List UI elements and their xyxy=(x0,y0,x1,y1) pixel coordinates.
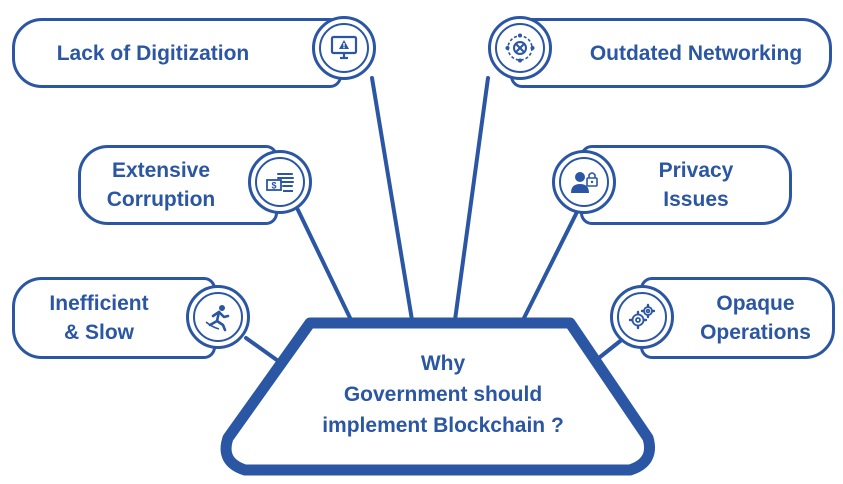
network-hub-icon xyxy=(488,16,552,80)
node-lack-of-digitization: Lack of Digitization xyxy=(12,18,342,88)
node-privacy-issues: Privacy Issues xyxy=(580,145,792,225)
gears-icon xyxy=(610,285,674,349)
node-label: Lack of Digitization xyxy=(56,41,250,65)
node-extensive-corruption: Extensive Corruption xyxy=(78,145,278,225)
center-hexagon xyxy=(220,317,655,476)
node-label-line1: Opaque xyxy=(716,292,795,315)
connector-outdated-networking xyxy=(453,76,490,322)
central-question-line3: implement Blockchain ? xyxy=(322,414,564,437)
central-question-line2: Government should xyxy=(343,383,543,406)
node-label-line2: Issues xyxy=(663,188,729,211)
node-inefficient-slow: Inefficient & Slow xyxy=(12,277,216,359)
node-label: Extensive Corruption xyxy=(107,156,249,214)
node-label-line2: & Slow xyxy=(63,321,134,344)
user-lock-icon xyxy=(552,150,616,214)
slow-runner-icon xyxy=(186,285,250,349)
node-label-line1: Extensive xyxy=(111,159,211,182)
node-label: Opaque Operations xyxy=(664,289,811,347)
central-question: Why Government should implement Blockcha… xyxy=(258,348,628,441)
node-label-line1: Inefficient xyxy=(49,292,149,315)
monitor-warning-icon xyxy=(312,16,376,80)
connector-extensive-corruption xyxy=(296,208,354,324)
svg-text:$: $ xyxy=(271,181,276,191)
connector-lack-of-digitization xyxy=(370,76,414,322)
node-opaque-operations: Opaque Operations xyxy=(640,277,835,359)
node-label: Privacy Issues xyxy=(639,156,734,214)
node-outdated-networking: Outdated Networking xyxy=(510,18,832,88)
central-question-line1: Why xyxy=(420,352,466,375)
node-label-line2: Corruption xyxy=(106,188,216,211)
node-label-line2: Operations xyxy=(700,321,811,344)
node-label: Inefficient & Slow xyxy=(49,289,178,347)
money-bribe-icon: $ xyxy=(248,150,312,214)
node-label: Outdated Networking xyxy=(589,41,803,65)
connector-privacy-issues xyxy=(520,208,580,324)
node-label-line1: Privacy xyxy=(658,159,734,182)
